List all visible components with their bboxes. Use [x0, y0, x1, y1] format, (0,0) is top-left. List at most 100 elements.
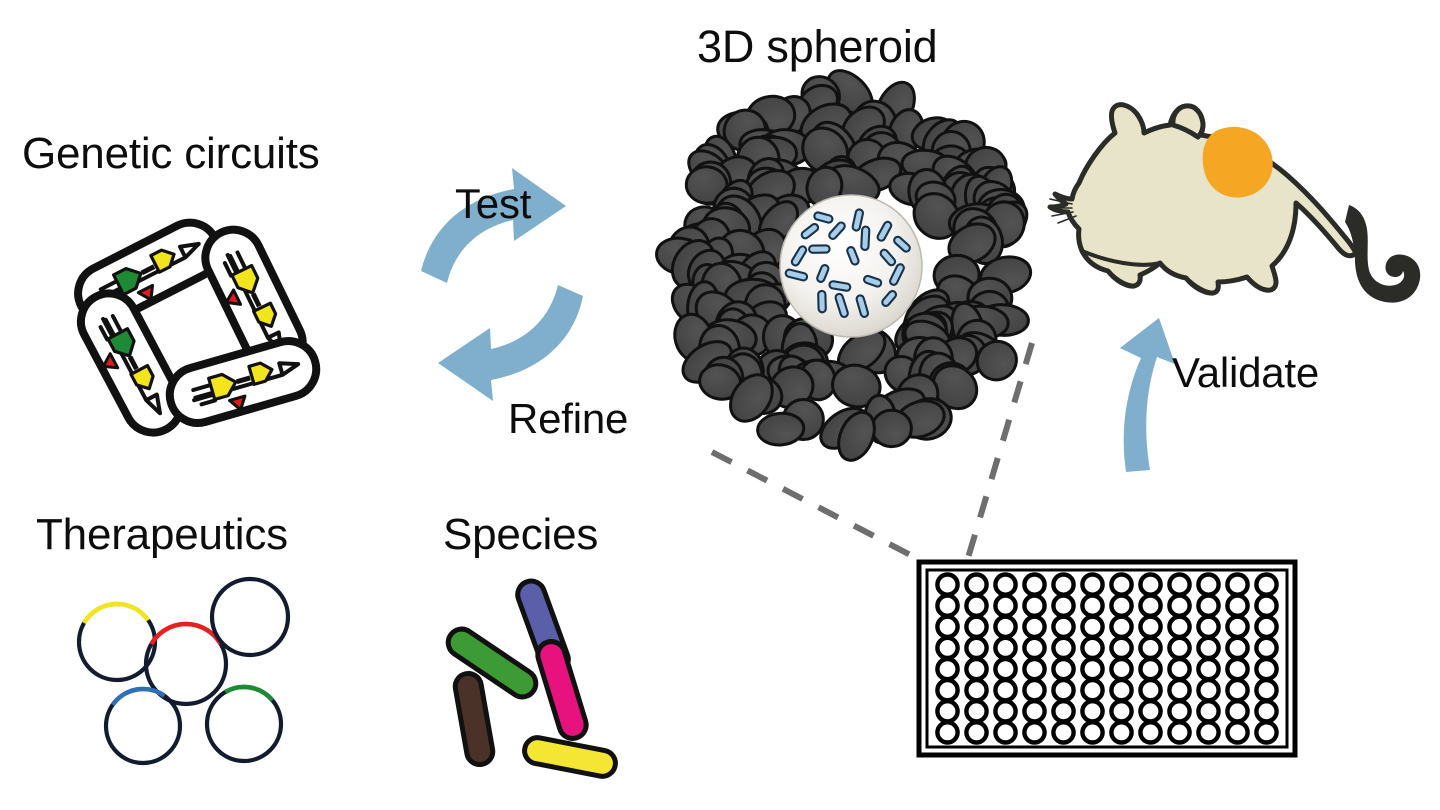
plate-well[interactable] — [1254, 656, 1279, 682]
plate-well[interactable] — [1080, 635, 1105, 661]
plate-well[interactable] — [935, 593, 960, 619]
plate-well[interactable] — [964, 572, 989, 597]
plate-well[interactable] — [993, 677, 1018, 703]
plate-well[interactable] — [1225, 635, 1250, 661]
plate-well[interactable] — [935, 699, 960, 724]
mouse-illustration — [1047, 102, 1421, 303]
plate-well[interactable] — [1022, 699, 1047, 724]
plate-well[interactable] — [1196, 656, 1221, 682]
plate-well[interactable] — [964, 720, 989, 745]
plate-well[interactable] — [1167, 720, 1192, 745]
plate-well[interactable] — [1254, 614, 1279, 640]
plate-well[interactable] — [1051, 656, 1076, 682]
plate-well[interactable] — [1051, 635, 1076, 661]
plate-well[interactable] — [1080, 593, 1105, 619]
plate-well[interactable] — [1022, 614, 1047, 640]
plate-well[interactable] — [1196, 614, 1221, 640]
plate-well[interactable] — [1022, 572, 1047, 597]
plate-well[interactable] — [1051, 677, 1076, 703]
plate-well[interactable] — [993, 720, 1018, 745]
plate-well[interactable] — [1080, 699, 1105, 724]
plate-well[interactable] — [1196, 635, 1221, 661]
plate-well[interactable] — [1254, 593, 1279, 619]
plate-well[interactable] — [1138, 593, 1163, 619]
plate-well[interactable] — [1225, 656, 1250, 682]
plate-well[interactable] — [1022, 677, 1047, 703]
plate-well[interactable] — [1080, 720, 1105, 745]
plate-well[interactable] — [1254, 720, 1279, 745]
plate-well[interactable] — [1167, 699, 1192, 724]
plate-well[interactable] — [993, 635, 1018, 661]
plate-well[interactable] — [1109, 614, 1134, 640]
plate-well[interactable] — [964, 699, 989, 724]
plate-well[interactable] — [1109, 635, 1134, 661]
plate-well[interactable] — [1022, 593, 1047, 619]
plate-well[interactable] — [1138, 677, 1163, 703]
plate-well[interactable] — [1080, 656, 1105, 682]
plate-well[interactable] — [1196, 677, 1221, 703]
plate-well[interactable] — [1022, 720, 1047, 745]
plate-well[interactable] — [1167, 593, 1192, 619]
plate-well[interactable] — [1051, 614, 1076, 640]
plate-well[interactable] — [1225, 677, 1250, 703]
plate-well[interactable] — [1080, 677, 1105, 703]
plate-well[interactable] — [1051, 593, 1076, 619]
plate-well[interactable] — [1138, 720, 1163, 745]
plate-well[interactable] — [1109, 656, 1134, 682]
plate-well[interactable] — [1109, 720, 1134, 745]
96-well-plate[interactable] — [916, 559, 1298, 758]
plate-well[interactable] — [935, 677, 960, 703]
plate-well[interactable] — [1022, 656, 1047, 682]
plate-well[interactable] — [1254, 635, 1279, 661]
plate-well[interactable] — [1254, 699, 1279, 724]
plate-well[interactable] — [935, 614, 960, 640]
core-bacterium — [846, 246, 860, 266]
plate-well[interactable] — [993, 614, 1018, 640]
plate-well[interactable] — [935, 720, 960, 745]
plate-well[interactable] — [1109, 699, 1134, 724]
gene-connector — [127, 355, 139, 371]
plate-well[interactable] — [1138, 572, 1163, 597]
plate-well[interactable] — [964, 677, 989, 703]
plate-well[interactable] — [993, 572, 1018, 597]
plate-well[interactable] — [1167, 614, 1192, 640]
plate-well[interactable] — [1225, 699, 1250, 724]
plate-well[interactable] — [1167, 656, 1192, 682]
plate-well[interactable] — [993, 699, 1018, 724]
plate-well[interactable] — [1138, 656, 1163, 682]
plate-well[interactable] — [1254, 572, 1279, 597]
plate-well[interactable] — [1225, 572, 1250, 597]
plate-well[interactable] — [1225, 614, 1250, 640]
plate-well[interactable] — [1051, 572, 1076, 597]
plate-well[interactable] — [1167, 572, 1192, 597]
plate-well[interactable] — [993, 656, 1018, 682]
plate-well[interactable] — [1196, 720, 1221, 745]
plate-well[interactable] — [1080, 572, 1105, 597]
plate-well[interactable] — [1109, 593, 1134, 619]
plate-well[interactable] — [1109, 572, 1134, 597]
plate-well[interactable] — [1080, 614, 1105, 640]
plate-well[interactable] — [1254, 677, 1279, 703]
plate-well[interactable] — [964, 635, 989, 661]
plate-well[interactable] — [964, 656, 989, 682]
plate-well[interactable] — [1167, 677, 1192, 703]
plate-well[interactable] — [1138, 699, 1163, 724]
plate-well[interactable] — [1225, 720, 1250, 745]
plate-well[interactable] — [1196, 593, 1221, 619]
plate-well[interactable] — [1138, 635, 1163, 661]
plate-well[interactable] — [1051, 699, 1076, 724]
plate-well[interactable] — [964, 614, 989, 640]
plate-well[interactable] — [993, 593, 1018, 619]
plate-well[interactable] — [1225, 593, 1250, 619]
plate-well[interactable] — [1051, 720, 1076, 745]
plate-well[interactable] — [1109, 677, 1134, 703]
plate-well[interactable] — [1022, 635, 1047, 661]
plate-well[interactable] — [935, 572, 960, 597]
plate-well[interactable] — [964, 593, 989, 619]
plate-well[interactable] — [1196, 572, 1221, 597]
plate-well[interactable] — [1167, 635, 1192, 661]
plate-well[interactable] — [1196, 699, 1221, 724]
plate-well[interactable] — [935, 656, 960, 682]
plate-well[interactable] — [1138, 614, 1163, 640]
plate-well[interactable] — [935, 635, 960, 661]
